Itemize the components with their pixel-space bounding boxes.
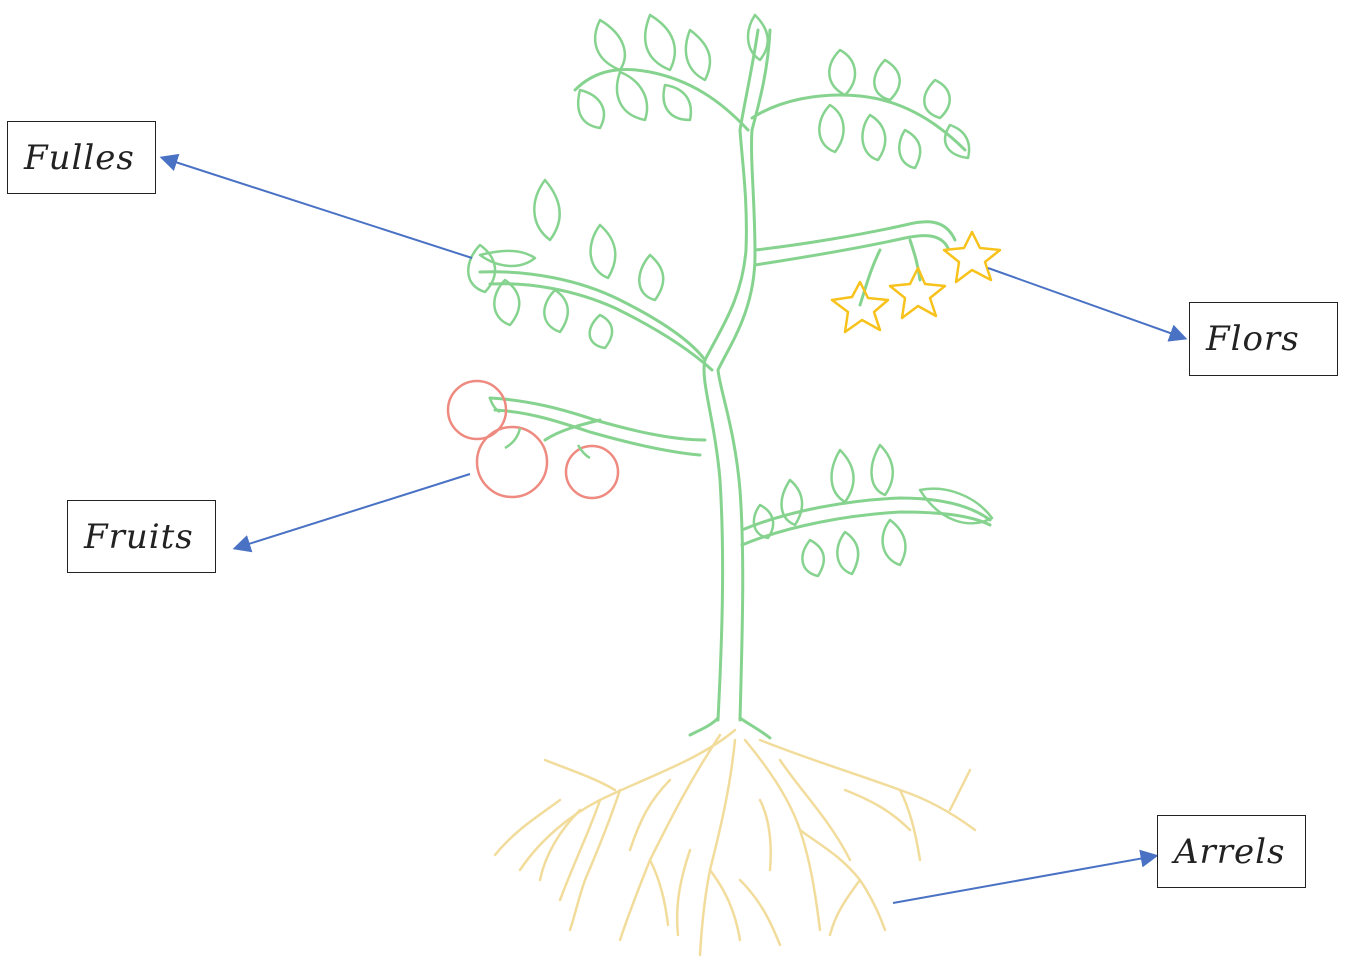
fruits-label: Fruits: [67, 500, 216, 573]
flowers-label: Flors: [1189, 302, 1338, 376]
fruits-label-text: Fruits: [84, 516, 194, 557]
roots: [493, 728, 977, 957]
roots-arrow: [892, 849, 1159, 904]
fruits: [446, 379, 620, 500]
flowers: [830, 230, 1002, 334]
fruit-stems: [488, 397, 591, 460]
leaves: [467, 13, 994, 578]
flowers-arrow: [987, 267, 1188, 342]
fruits-arrow: [232, 473, 471, 553]
flowers-label-text: Flors: [1206, 319, 1300, 359]
leaves-label: Fulles: [7, 121, 156, 194]
roots-label-text: Arrels: [1174, 831, 1286, 872]
leaves-arrow: [159, 153, 473, 259]
roots-label: Arrels: [1157, 815, 1306, 888]
leaves-label-text: Fulles: [24, 137, 135, 178]
